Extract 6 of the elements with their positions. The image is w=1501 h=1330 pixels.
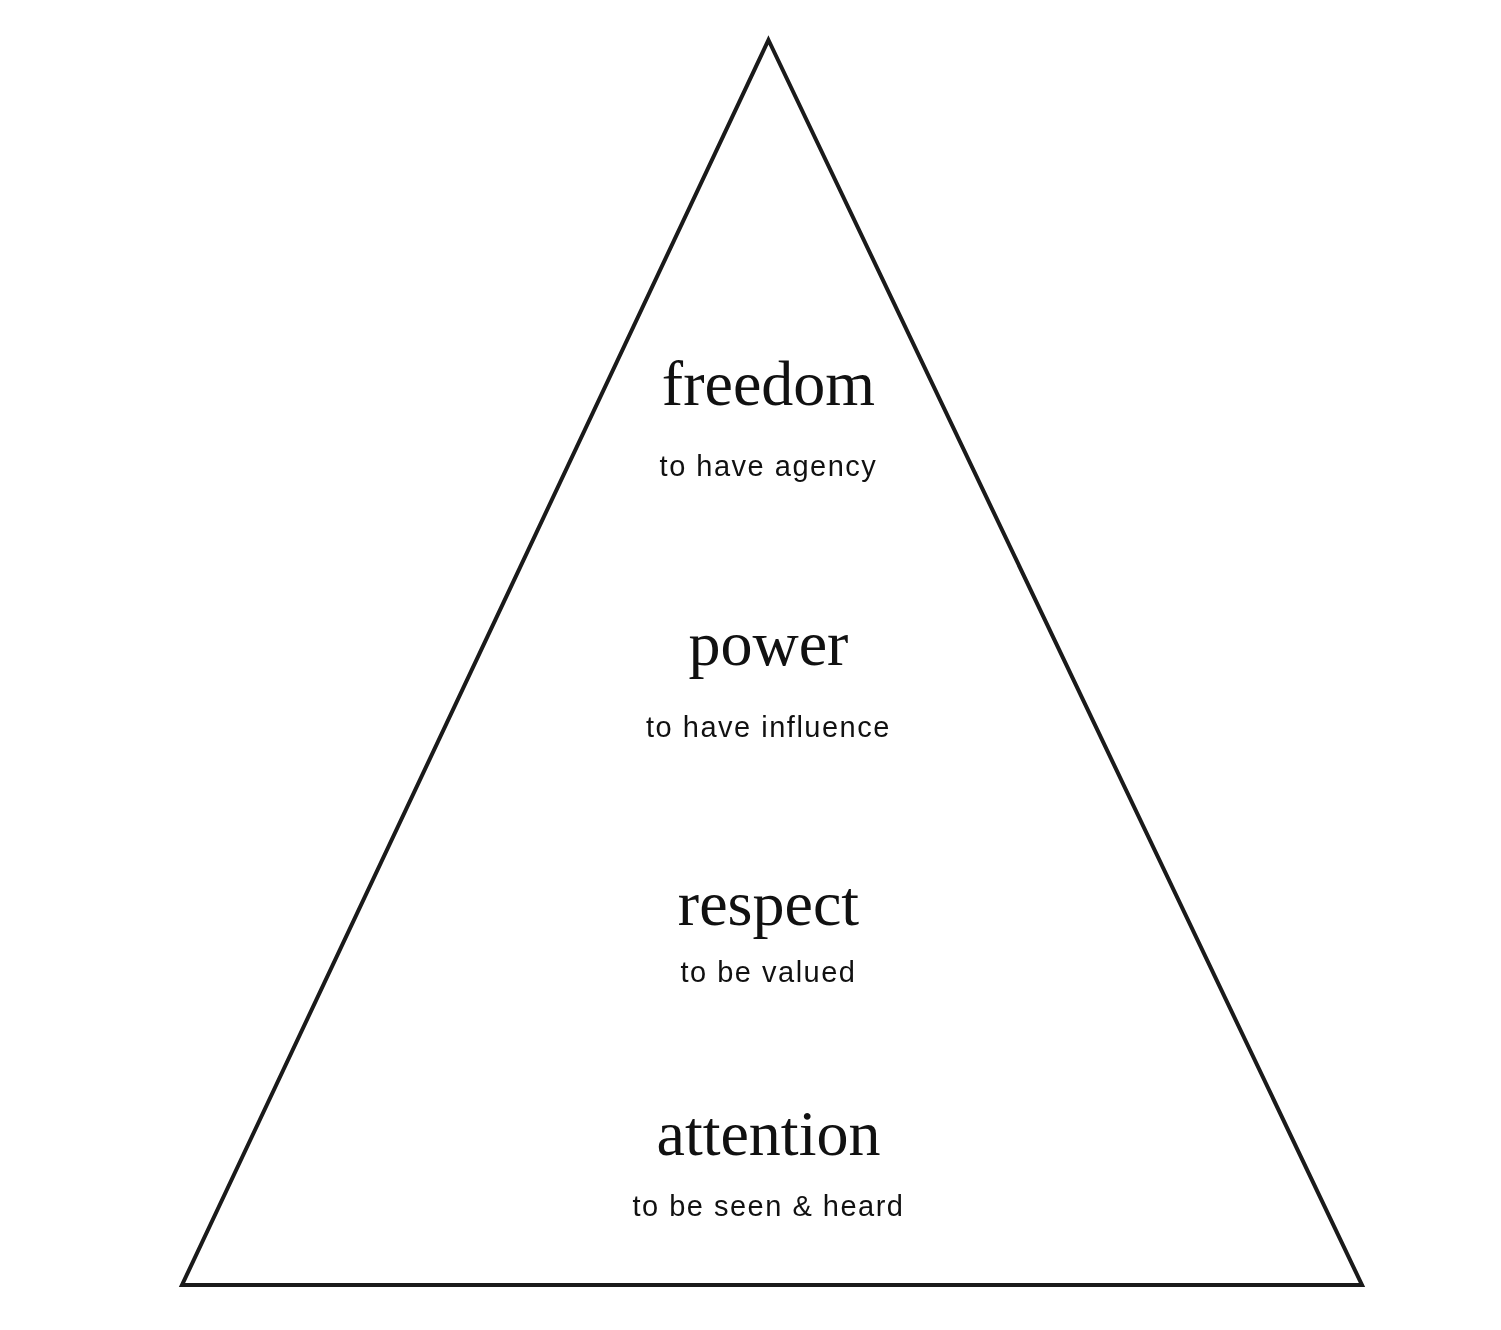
level-title: attention <box>656 1102 881 1166</box>
level-description: to have agency <box>659 452 878 481</box>
level-description: to be seen & heard <box>632 1192 905 1221</box>
level-title: freedom <box>661 352 876 416</box>
level-description: to have influence <box>646 713 891 742</box>
level-description: to be valued <box>680 958 857 987</box>
